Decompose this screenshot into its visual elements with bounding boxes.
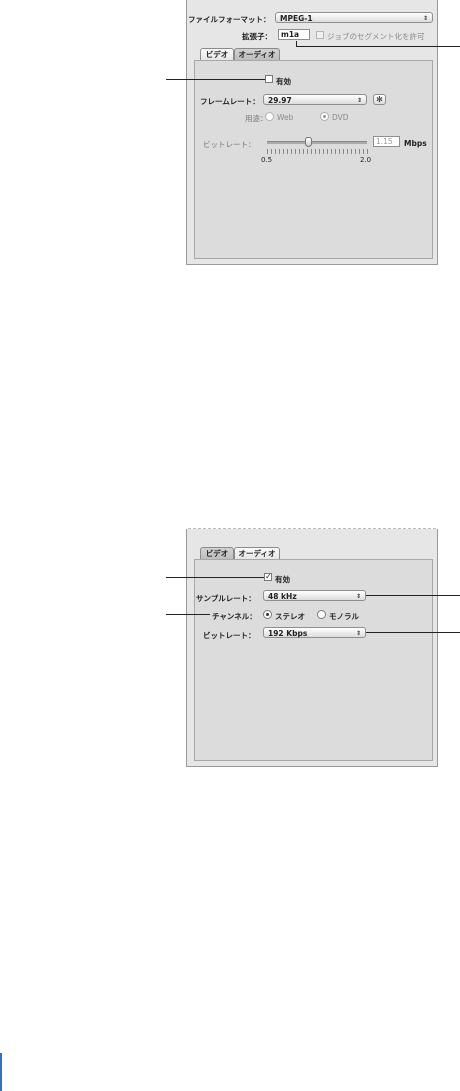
channel-label: チャンネル： [212,612,257,621]
channel-mono-label: モノラル [329,612,359,621]
file-format-value: MPEG-1 [280,14,313,23]
popup-arrows-icon: ⇕ [356,97,362,104]
callout-line-channel [166,614,210,615]
callout-line-enable [166,79,265,80]
sample-rate-value: 48 kHz [268,592,297,601]
channel-stereo-label: ステレオ [275,612,305,621]
panel-bottom-edge [186,264,438,265]
callout-line-extension [296,46,460,47]
video-settings-box [194,60,433,259]
tab-video[interactable]: ビデオ [200,547,234,559]
audio-bitrate-label: ビットレート： [203,631,256,640]
usage-web-label: Web [277,113,294,122]
callout-line-sample-rate [366,595,460,596]
audio-bitrate-value: 192 Kbps [268,629,308,638]
bitrate-field[interactable]: 1.15 [373,136,400,147]
bitrate-slider-track[interactable] [267,141,367,144]
bitrate-slider-knob[interactable] [305,137,312,147]
video-enable-checkbox[interactable] [265,75,273,83]
bitrate-unit-label: Mbps [404,139,427,148]
segment-checkbox[interactable] [316,31,324,39]
usage-radio-dvd[interactable] [320,112,329,121]
extension-label: 拡張子： [242,32,272,41]
popup-arrows-icon: ⇕ [355,593,361,600]
tab-audio[interactable]: オーディオ [234,547,280,559]
panel-top-edge [188,528,436,529]
popup-arrows-icon: ⇕ [355,630,361,637]
gear-icon[interactable]: ✻ [373,94,386,105]
slider-min-label: 0.5 [261,156,273,164]
slider-max-label: 2.0 [360,156,372,164]
video-bitrate-label: ビットレート： [203,140,256,149]
popup-arrows-icon: ⇕ [422,15,428,22]
frame-rate-label: フレームレート： [200,97,260,106]
panel-bottom-edge [186,766,438,767]
file-format-popup[interactable]: MPEG-1 ⇕ [275,12,433,23]
channel-radio-mono[interactable] [317,610,326,619]
callout-line-extension-vertical [296,41,297,47]
usage-radio-web[interactable] [265,112,274,121]
sample-rate-popup[interactable]: 48 kHz ⇕ [263,590,366,601]
bitrate-slider-ticks [267,149,368,154]
audio-bitrate-popup[interactable]: 192 Kbps ⇕ [263,627,366,638]
callout-line-audio-bitrate [366,632,460,633]
frame-rate-popup[interactable]: 29.97 ⇕ [263,94,367,105]
callout-line-audio-enable [166,577,264,578]
usage-dvd-label: DVD [332,113,349,122]
extension-field[interactable]: m1a [278,29,310,40]
file-format-label: ファイルフォーマット： [188,15,271,24]
usage-label: 用途： [245,114,268,123]
channel-radio-stereo[interactable] [263,610,272,619]
segment-checkbox-label: ジョブのセグメント化を許可 [327,32,425,41]
tab-video[interactable]: ビデオ [200,48,234,60]
audio-enable-label: 有効 [275,575,290,584]
frame-rate-value: 29.97 [268,96,292,105]
sample-rate-label: サンプルレート： [196,594,256,603]
page-edge-marker [0,1053,2,1091]
tab-audio[interactable]: オーディオ [234,48,280,60]
video-enable-label: 有効 [276,77,291,86]
audio-enable-checkbox[interactable]: ✓ [264,572,272,581]
